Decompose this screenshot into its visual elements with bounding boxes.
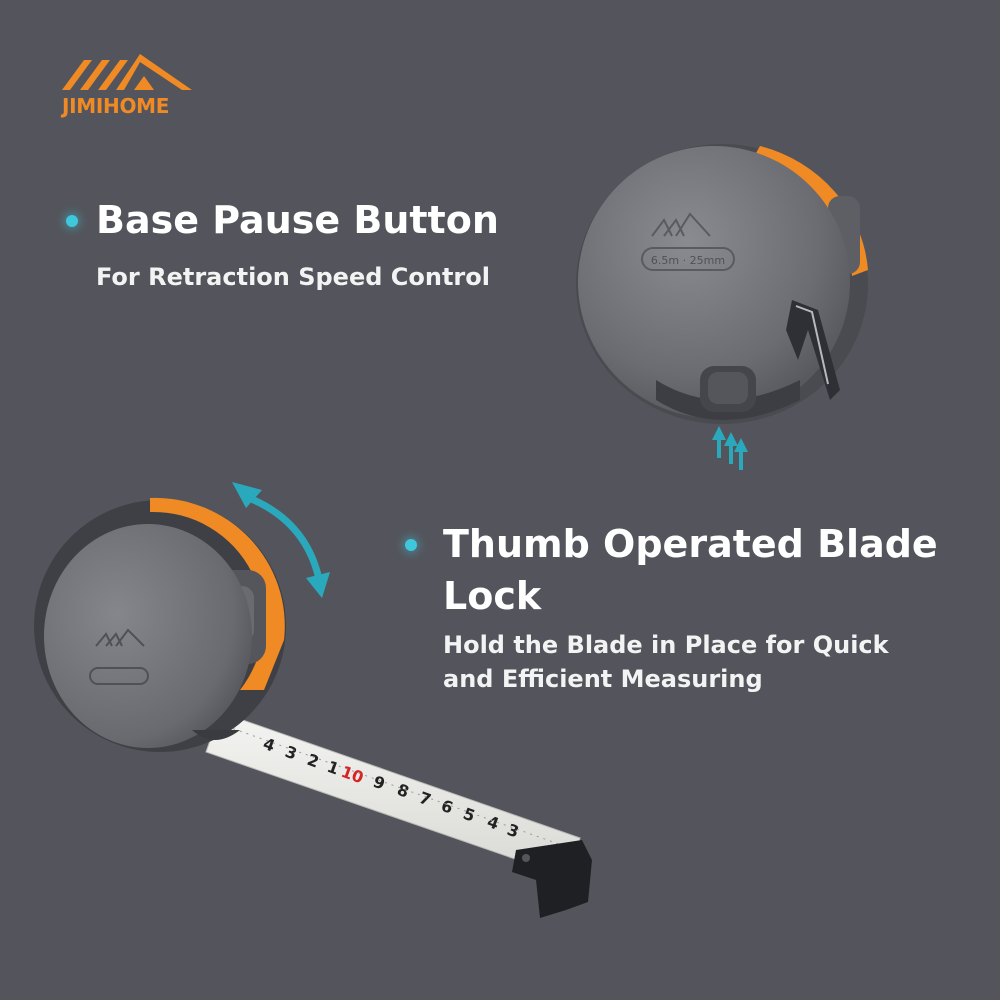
double-headed-arrow-icon — [232, 482, 330, 598]
feature-blade-lock: Thumb Operated Blade Lock Hold the Blade… — [405, 518, 983, 696]
feature-subtitle-line-1: Hold the Blade in Place for Quick — [443, 631, 889, 659]
feature-title-line-2: Lock — [443, 574, 542, 618]
tape-measure-front-view: 4 3 2 1 10 9 8 7 6 5 4 3 — [34, 482, 592, 918]
feature-title-line-1: Thumb Operated Blade — [443, 522, 938, 566]
feature-subtitle: For Retraction Speed Control — [96, 263, 490, 291]
mountain-roof-logo-icon — [62, 54, 192, 90]
tape-measure-top-view: 6.5m · 25mm — [576, 144, 868, 470]
bullet-dot-icon — [66, 215, 78, 227]
case-size-label: 6.5m · 25mm — [651, 254, 725, 267]
upward-arrows-icon — [712, 426, 748, 470]
feature-title: Base Pause Button — [96, 198, 499, 242]
feature-subtitle-line-2: and Efficient Measuring — [443, 665, 763, 693]
bullet-dot-icon — [405, 539, 417, 551]
tape-hook-tip — [512, 840, 592, 918]
brand-logo: JIMIHOME — [58, 50, 200, 120]
brand-name: JIMIHOME — [62, 94, 170, 118]
feature-base-pause-button: Base Pause Button For Retraction Speed C… — [66, 194, 566, 294]
